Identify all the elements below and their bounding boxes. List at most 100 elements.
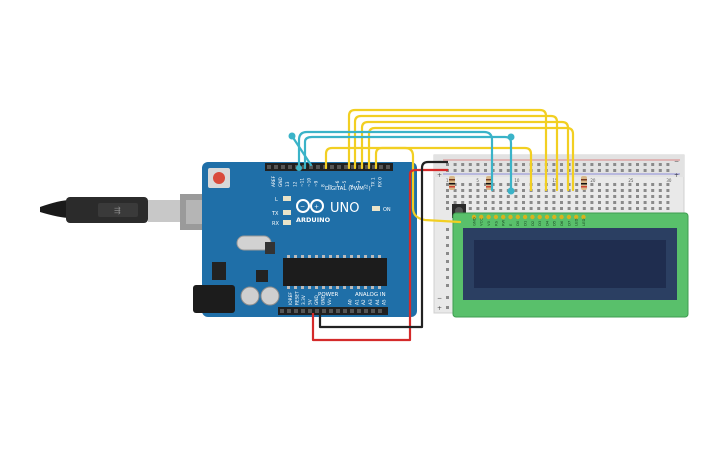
header-pin[interactable]: [378, 309, 382, 313]
power-analog-pin-label: GND: [321, 294, 327, 305]
header-pin[interactable]: [288, 165, 292, 169]
header-pin[interactable]: [315, 309, 319, 313]
digital-pin-label: ~6: [335, 180, 341, 187]
lcd-pin-label: D3: [537, 220, 542, 226]
breadboard-row-number: 5: [476, 178, 479, 183]
breadboard-row-number: 15: [552, 178, 558, 183]
reset-button[interactable]: [213, 172, 225, 184]
arduino-uno-board[interactable]: L TX RX ON − + ARDUINO UNO DIGITAL (PWM~…: [193, 162, 417, 317]
lcd-pin-label: D0: [515, 220, 520, 226]
rail-plus-top: +: [437, 172, 442, 179]
header-pin[interactable]: [357, 309, 361, 313]
header-pin[interactable]: [308, 309, 312, 313]
lcd-pin-label: D6: [559, 220, 564, 226]
lcd-pin[interactable]: [552, 214, 557, 220]
power-analog-pin-label: A4: [375, 299, 381, 305]
header-pin[interactable]: [343, 309, 347, 313]
power-jack[interactable]: [193, 285, 235, 313]
power-analog-pin-label: A1: [354, 299, 360, 305]
wire-joint-2: [507, 133, 515, 141]
lcd-pin[interactable]: [501, 214, 506, 220]
lcd-pin[interactable]: [544, 214, 550, 220]
header-pin[interactable]: [351, 165, 355, 169]
digital-pin-label: ~3: [356, 180, 362, 187]
led-tx-label: TX: [271, 211, 279, 217]
wire-yellow-5[interactable]: [324, 146, 533, 192]
led-on-label: ON: [383, 207, 391, 213]
wire-yellow-6[interactable]: [374, 146, 462, 224]
header-pin[interactable]: [274, 165, 278, 169]
power-analog-pin-label: RESET: [295, 291, 301, 305]
digital-pin-label: ~11: [299, 178, 305, 187]
header-pin[interactable]: [267, 165, 271, 169]
analog-label: ANALOG IN: [355, 292, 386, 298]
resistor-3[interactable]: [581, 176, 587, 190]
lcd-pin-label: V0: [486, 220, 491, 226]
wire-yellow-2[interactable]: [353, 114, 559, 192]
header-pin[interactable]: [344, 165, 348, 169]
lcd-pin[interactable]: [581, 214, 586, 220]
rail-minus-bottom: −: [437, 295, 442, 302]
lcd-pin[interactable]: [530, 214, 535, 220]
digital-pin-label: AREF: [271, 175, 277, 187]
lcd-pin[interactable]: [508, 214, 513, 220]
lcd-pin[interactable]: [522, 214, 528, 220]
header-pin[interactable]: [294, 309, 298, 313]
lcd-pin[interactable]: [574, 214, 579, 220]
atmega-chip: [283, 258, 387, 286]
digital-pin-label: RX 0: [378, 177, 384, 187]
power-analog-pin-label: 5V: [308, 299, 314, 305]
digital-pin-label: TX 1: [370, 177, 376, 188]
header-pin[interactable]: [336, 309, 340, 313]
resistor-1[interactable]: [449, 176, 455, 190]
header-pin[interactable]: [364, 309, 368, 313]
lcd-pin[interactable]: [493, 214, 499, 220]
lcd-pin[interactable]: [471, 214, 477, 220]
digital-pin-label: 7: [328, 184, 334, 187]
led-tx: [283, 210, 291, 215]
wire-yellow-3[interactable]: [360, 120, 570, 192]
lcd-pin[interactable]: [566, 214, 572, 220]
wire-black-gnd[interactable]: [318, 160, 448, 329]
header-pin[interactable]: [386, 165, 390, 169]
header-pin[interactable]: [330, 165, 334, 169]
header-pin[interactable]: [379, 165, 383, 169]
header-pin[interactable]: [371, 309, 375, 313]
wire-yellow-1[interactable]: [347, 108, 548, 192]
wire-red-5v[interactable]: [311, 168, 448, 342]
resistor-2[interactable]: [486, 176, 492, 190]
lcd-pin[interactable]: [479, 214, 484, 220]
header-pin[interactable]: [309, 165, 313, 169]
header-pin[interactable]: [322, 309, 326, 313]
header-pin[interactable]: [281, 165, 285, 169]
lcd-pin[interactable]: [515, 214, 520, 220]
header-pin[interactable]: [358, 165, 362, 169]
power-analog-pin-label: GND: [314, 294, 320, 305]
header-pin[interactable]: [280, 309, 284, 313]
header-pin[interactable]: [337, 165, 341, 169]
header-pin[interactable]: [301, 309, 305, 313]
lcd-pin[interactable]: [559, 214, 564, 220]
breadboard-row-number: 25: [628, 178, 634, 183]
header-pin[interactable]: [287, 309, 291, 313]
lcd-screen: [474, 240, 666, 288]
header-pin[interactable]: [365, 165, 369, 169]
capacitor-2: [260, 286, 280, 306]
wire-joint-4: [507, 187, 515, 195]
breadboard-row-number: 30: [666, 178, 672, 183]
wire-blue-3[interactable]: [303, 135, 513, 192]
rail-plus-top-right: +: [674, 172, 679, 179]
power-analog-pin-label: A5: [382, 299, 388, 305]
lcd-pin[interactable]: [486, 214, 491, 220]
header-pin[interactable]: [372, 165, 376, 169]
arduino-brand: ARDUINO: [296, 216, 331, 224]
lcd-pin-label: E: [508, 223, 513, 226]
header-pin[interactable]: [316, 165, 320, 169]
wire-blue-2[interactable]: [290, 134, 313, 167]
lcd-pin[interactable]: [537, 214, 542, 220]
header-pin[interactable]: [329, 309, 333, 313]
header-pin[interactable]: [350, 309, 354, 313]
